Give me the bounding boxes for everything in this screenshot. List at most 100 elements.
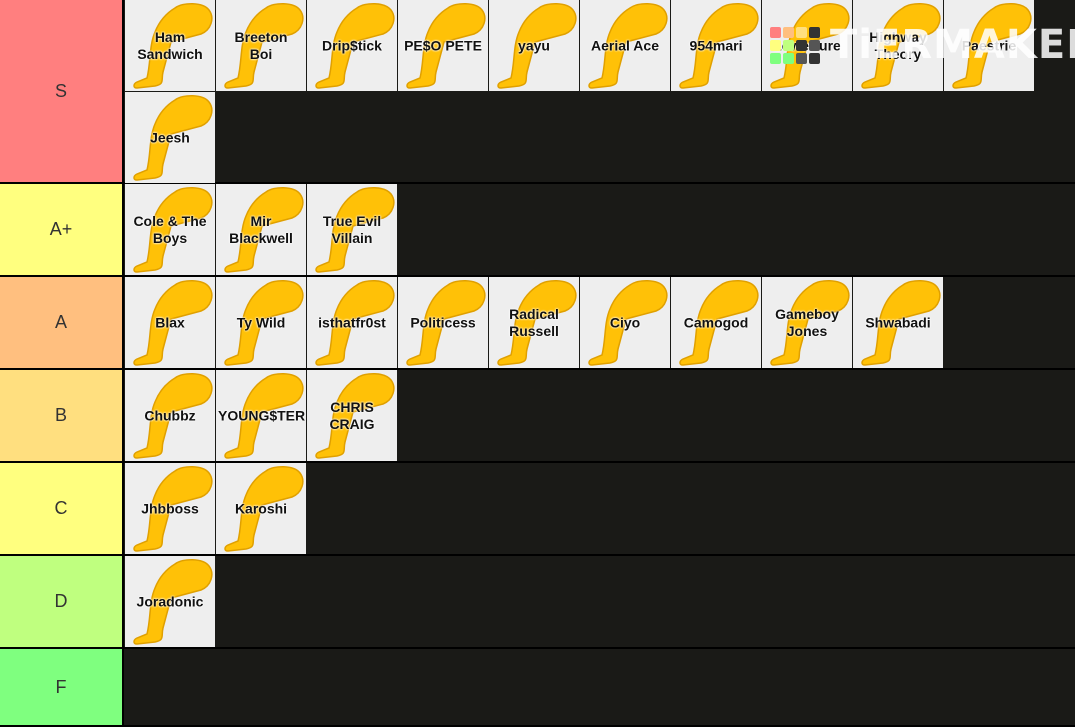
tier-item-label: Gameboy Jones [775, 305, 839, 339]
tier-item[interactable]: Karoshi [216, 463, 306, 554]
leg-icon [588, 280, 668, 366]
tier-label[interactable]: F [0, 649, 124, 725]
tier-label[interactable]: D [0, 556, 124, 647]
leg-icon [133, 466, 213, 552]
tier-item[interactable]: Paestrie [944, 0, 1034, 91]
leg-icon [315, 280, 395, 366]
tier-item-label: Jeesh [150, 129, 190, 145]
tier-item[interactable]: yayu [489, 0, 579, 91]
tier-item-label: Jhbboss [141, 500, 199, 516]
leg-icon [133, 280, 213, 366]
tier-item-label: Mir Blackwell [229, 212, 293, 246]
tier-item-label: Chubbz [144, 407, 196, 423]
tier-row: C Jhbboss Karoshi [0, 463, 1075, 556]
tier-item[interactable]: Politicess [398, 277, 488, 368]
tier-item[interactable]: Shwabadi [853, 277, 943, 368]
tier-item-label: Politicess [410, 314, 476, 330]
tier-items: Joradonic [124, 556, 1074, 647]
tier-item-label: Breeton Boi [234, 28, 288, 62]
tier-item[interactable]: Jhbboss [125, 463, 215, 554]
leg-icon [588, 3, 668, 89]
tier-item[interactable]: Breeton Boi [216, 0, 306, 91]
tier-item-label: Ciyo [609, 314, 641, 330]
tier-item[interactable]: YOUNG$TER [216, 370, 306, 461]
tier-row: A+ Cole & The Boys Mir Blackwell True Evil … [0, 184, 1075, 277]
leg-icon [406, 280, 486, 366]
watermark-text: TiERMAKER [830, 22, 1075, 68]
tier-item[interactable]: Highway Theory [853, 0, 943, 91]
tier-item[interactable]: Blax [125, 277, 215, 368]
tier-item-label: Cole & The Boys [133, 212, 207, 246]
tier-item[interactable]: Ty Wild [216, 277, 306, 368]
tiermaker-watermark: TiERMAKER [770, 20, 1075, 70]
tier-item-label: Shwabadi [865, 314, 931, 330]
tier-label[interactable]: S [0, 0, 124, 182]
tier-item-label: Aerial Ace [591, 37, 659, 53]
tier-item[interactable]: Jeesh [125, 92, 215, 183]
tier-item-label: True Evil Villain [322, 212, 382, 246]
leg-icon [861, 3, 941, 89]
tier-item-label: Radical Russell [509, 305, 559, 339]
tier-item-label: PE$O PETE [404, 37, 482, 53]
tier-item-label: Drip$tick [322, 37, 382, 53]
leg-icon [224, 3, 304, 89]
tier-item-label: Highway Theory [869, 28, 927, 62]
tier-item[interactable]: Cole & The Boys [125, 184, 215, 275]
leg-icon [315, 373, 395, 459]
leg-icon [224, 280, 304, 366]
leg-icon [315, 3, 395, 89]
tier-label[interactable]: A+ [0, 184, 124, 275]
leg-icon [497, 280, 577, 366]
leg-icon [406, 3, 486, 89]
tier-item-label: isthatfr0st [318, 314, 386, 330]
tier-item[interactable]: Aerial Ace [580, 0, 670, 91]
tier-item[interactable]: Ciyo [580, 277, 670, 368]
tier-item[interactable]: 954mari [671, 0, 761, 91]
tier-item-label: 954mari [689, 37, 743, 53]
tier-item[interactable]: Ham Sandwich [125, 0, 215, 91]
leg-icon [133, 373, 213, 459]
tier-item-label: yayu [518, 37, 550, 53]
tier-item-label: YOUNG$TER [218, 407, 306, 423]
leg-icon [224, 187, 304, 273]
leg-icon [224, 466, 304, 552]
tier-item[interactable]: Gameboy Jones [762, 277, 852, 368]
tier-item[interactable]: True Evil Villain [307, 184, 397, 275]
tier-item[interactable]: Camogod [671, 277, 761, 368]
tier-items: Blax Ty Wild isthatfr0st Politicess Radical … [124, 277, 1074, 368]
leg-icon [133, 559, 213, 645]
tier-item-label: CHRIS CRAIG [329, 398, 375, 432]
tier-items: Cole & The Boys Mir Blackwell True Evil Vi… [124, 184, 1074, 275]
tier-row: S Ham Sandwich Breeton Boi Drip$tick PE$O PE… [0, 0, 1075, 184]
leg-icon [133, 3, 213, 89]
tier-row: A Blax Ty Wild isthatfr0st Politicess Radical… [0, 277, 1075, 370]
tier-row: F [0, 649, 1075, 727]
leg-icon [770, 280, 850, 366]
tier-item-label: Joradonic [136, 593, 204, 609]
tier-item[interactable]: CHRIS CRAIG [307, 370, 397, 461]
tier-row: D Joradonic [0, 556, 1075, 649]
leg-icon [861, 280, 941, 366]
leg-icon [133, 95, 213, 181]
tier-items: Ham Sandwich Breeton Boi Drip$tick PE$O PET… [124, 0, 1074, 183]
leg-icon [679, 3, 759, 89]
tier-item[interactable]: isthatfr0st [307, 277, 397, 368]
tier-row: B Chubbz YOUNG$TER CHRIS CRAIG [0, 370, 1075, 463]
tier-label[interactable]: A [0, 277, 124, 368]
tier-item[interactable]: Drip$tick [307, 0, 397, 91]
tier-item-label: Ham Sandwich [137, 28, 203, 62]
tier-label[interactable]: B [0, 370, 124, 461]
tier-item-label: Ty Wild [236, 314, 286, 330]
tier-item[interactable]: PE$O PETE [398, 0, 488, 91]
leg-icon [224, 373, 304, 459]
tier-item[interactable]: Joradonic [125, 556, 215, 647]
tier-item[interactable]: Radical Russell [489, 277, 579, 368]
tier-item[interactable]: Mir Blackwell [216, 184, 306, 275]
leg-icon [133, 187, 213, 273]
tier-items: Jhbboss Karoshi [124, 463, 1074, 554]
tier-item-label: Blax [155, 314, 185, 330]
tier-item-label: Paestrie [961, 37, 1017, 53]
tier-item[interactable]: Chubbz [125, 370, 215, 461]
tier-label[interactable]: C [0, 463, 124, 554]
tier-items: Chubbz YOUNG$TER CHRIS CRAIG [124, 370, 1074, 461]
